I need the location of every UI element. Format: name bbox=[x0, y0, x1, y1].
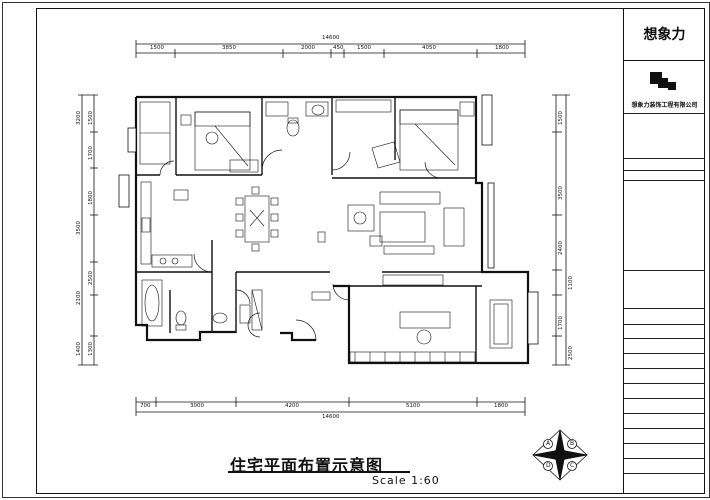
compass-label-b: B bbox=[570, 440, 575, 447]
tb-divider bbox=[624, 170, 705, 171]
tb-divider bbox=[624, 413, 705, 414]
company-name: 想象力装饰工程有限公司 bbox=[631, 102, 698, 109]
compass-label-c: C bbox=[570, 462, 575, 469]
dim-bottom-seg-5: 1800 bbox=[494, 403, 508, 409]
tb-divider bbox=[624, 428, 705, 429]
tb-divider bbox=[624, 473, 705, 474]
compass bbox=[532, 429, 588, 481]
dim-top-seg-7: 1800 bbox=[495, 45, 509, 51]
title-underline bbox=[228, 471, 410, 473]
dim-right-1: 1500 bbox=[558, 111, 564, 125]
dim-left-4: 3500 bbox=[76, 221, 82, 235]
tb-divider bbox=[624, 398, 705, 399]
drawing-frame bbox=[36, 8, 705, 494]
dim-left-3: 1700 bbox=[88, 146, 94, 160]
tb-divider bbox=[624, 368, 705, 369]
dim-left-9: 1300 bbox=[88, 342, 94, 356]
dim-bottom-seg-2: 3000 bbox=[190, 403, 204, 409]
dim-left-8: 1400 bbox=[76, 342, 82, 356]
tb-divider bbox=[624, 338, 705, 339]
drawing-scale: Scale 1:60 bbox=[372, 474, 440, 487]
dim-right-6: 2500 bbox=[568, 346, 574, 360]
dim-left-2: 1500 bbox=[88, 111, 94, 125]
tb-divider bbox=[624, 383, 705, 384]
dim-top-seg-5: 1500 bbox=[357, 45, 371, 51]
brand-name: 想象力 bbox=[624, 8, 705, 61]
tb-divider bbox=[624, 180, 705, 181]
dim-top-total: 14600 bbox=[322, 35, 340, 41]
dim-left-6: 2100 bbox=[76, 291, 82, 305]
tb-divider bbox=[624, 443, 705, 444]
dim-right-2: 3500 bbox=[558, 186, 564, 200]
tb-divider bbox=[624, 353, 705, 354]
tb-divider bbox=[624, 308, 705, 309]
dim-top-seg-6: 4050 bbox=[422, 45, 436, 51]
tb-divider bbox=[624, 158, 705, 159]
dim-right-3: 2400 bbox=[558, 241, 564, 255]
title-block: 想象力 想象力装饰工程有限公司 bbox=[623, 8, 705, 494]
dim-bottom-total: 14600 bbox=[322, 414, 340, 420]
dim-left-1: 3200 bbox=[76, 111, 82, 125]
tb-divider bbox=[624, 270, 705, 271]
drawing-title: 住宅平面布置示意图 bbox=[230, 456, 384, 475]
tb-divider bbox=[624, 458, 705, 459]
dim-right-5: 1700 bbox=[558, 316, 564, 330]
dim-top-seg-3: 2000 bbox=[301, 45, 315, 51]
dim-bottom-seg-4: 5100 bbox=[406, 403, 420, 409]
dim-left-5: 1800 bbox=[88, 191, 94, 205]
dim-top-seg-1: 1500 bbox=[150, 45, 164, 51]
compass-label-d: D bbox=[546, 462, 551, 469]
dim-bottom-seg-1: 700 bbox=[140, 403, 151, 409]
dim-top-seg-2: 3850 bbox=[222, 45, 236, 51]
dim-left-7: 2500 bbox=[88, 271, 94, 285]
tb-divider bbox=[624, 324, 705, 325]
compass-label-a: A bbox=[546, 440, 551, 447]
dim-top-seg-4: 450 bbox=[333, 45, 344, 51]
company-logo-icon bbox=[650, 72, 676, 90]
dim-bottom-seg-3: 4200 bbox=[285, 403, 299, 409]
dim-right-4: 1100 bbox=[568, 276, 574, 290]
tb-divider bbox=[624, 113, 705, 114]
